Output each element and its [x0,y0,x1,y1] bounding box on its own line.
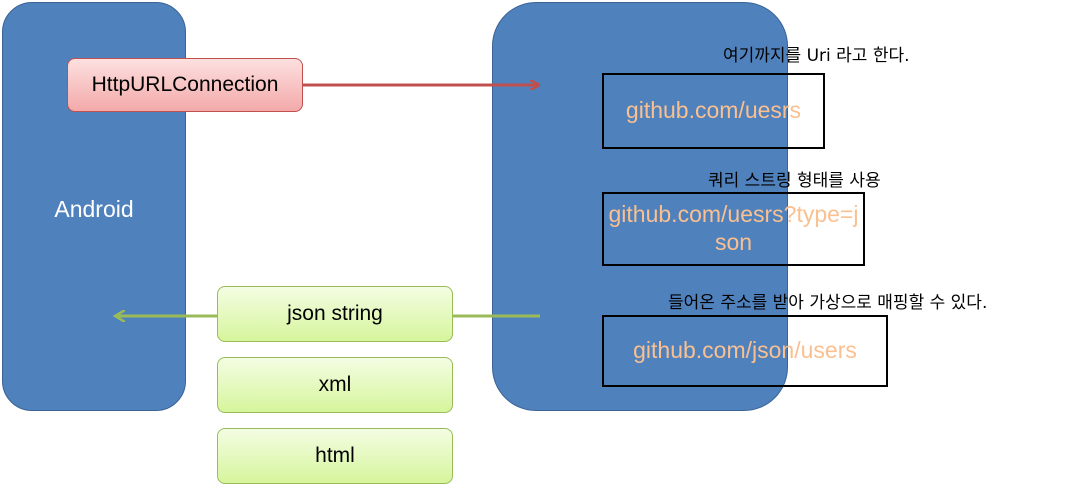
query-string-caption: 쿼리 스트링 형태를 사용 [708,171,881,191]
mapping-caption: 들어온 주소를 받아 가상으로 매핑할 수 있다. [668,293,988,313]
uri-example-text: github.com/uesrs [625,97,802,124]
android-label: Android [54,196,134,222]
mapping-example-text: github.com/json/users [633,337,857,364]
mapping-example-box: github.com/json/users [602,315,888,387]
format-label: html [315,444,355,467]
format-xml-box: xml [217,357,453,413]
http-url-connection-box: HttpURLConnection [67,58,303,112]
uri-caption: 여기까지를 Uri 라고 한다. [723,46,910,66]
format-label: xml [318,373,352,396]
http-url-connection-label: HttpURLConnection [91,73,279,96]
format-label: json string [287,302,383,325]
query-string-example-text: github.com/uesrs?type=json [608,201,859,255]
uri-example-box: github.com/uesrs [602,73,825,149]
format-html-box: html [217,428,453,484]
query-string-example-box: github.com/uesrs?type=json [602,192,865,266]
server-panel [492,2,788,411]
format-json-string-box: json string [217,286,453,342]
